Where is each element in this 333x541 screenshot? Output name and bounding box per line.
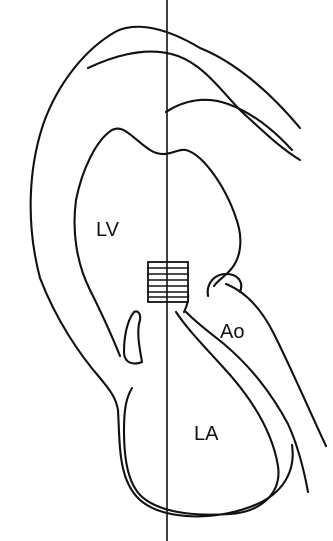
la-label: LA — [194, 423, 219, 445]
aorta-wall-lower — [186, 312, 308, 492]
sample-volume-icon — [148, 262, 188, 302]
left-atrium-outline — [124, 312, 278, 515]
rv-outflow-upper — [88, 52, 300, 160]
aortic-root — [208, 274, 242, 296]
ao-label: Ao — [220, 321, 244, 343]
lv-label: LV — [96, 219, 120, 241]
papillary-muscle — [124, 311, 142, 363]
rv-outflow-lower — [166, 100, 292, 150]
aorta-wall-upper — [226, 284, 326, 446]
